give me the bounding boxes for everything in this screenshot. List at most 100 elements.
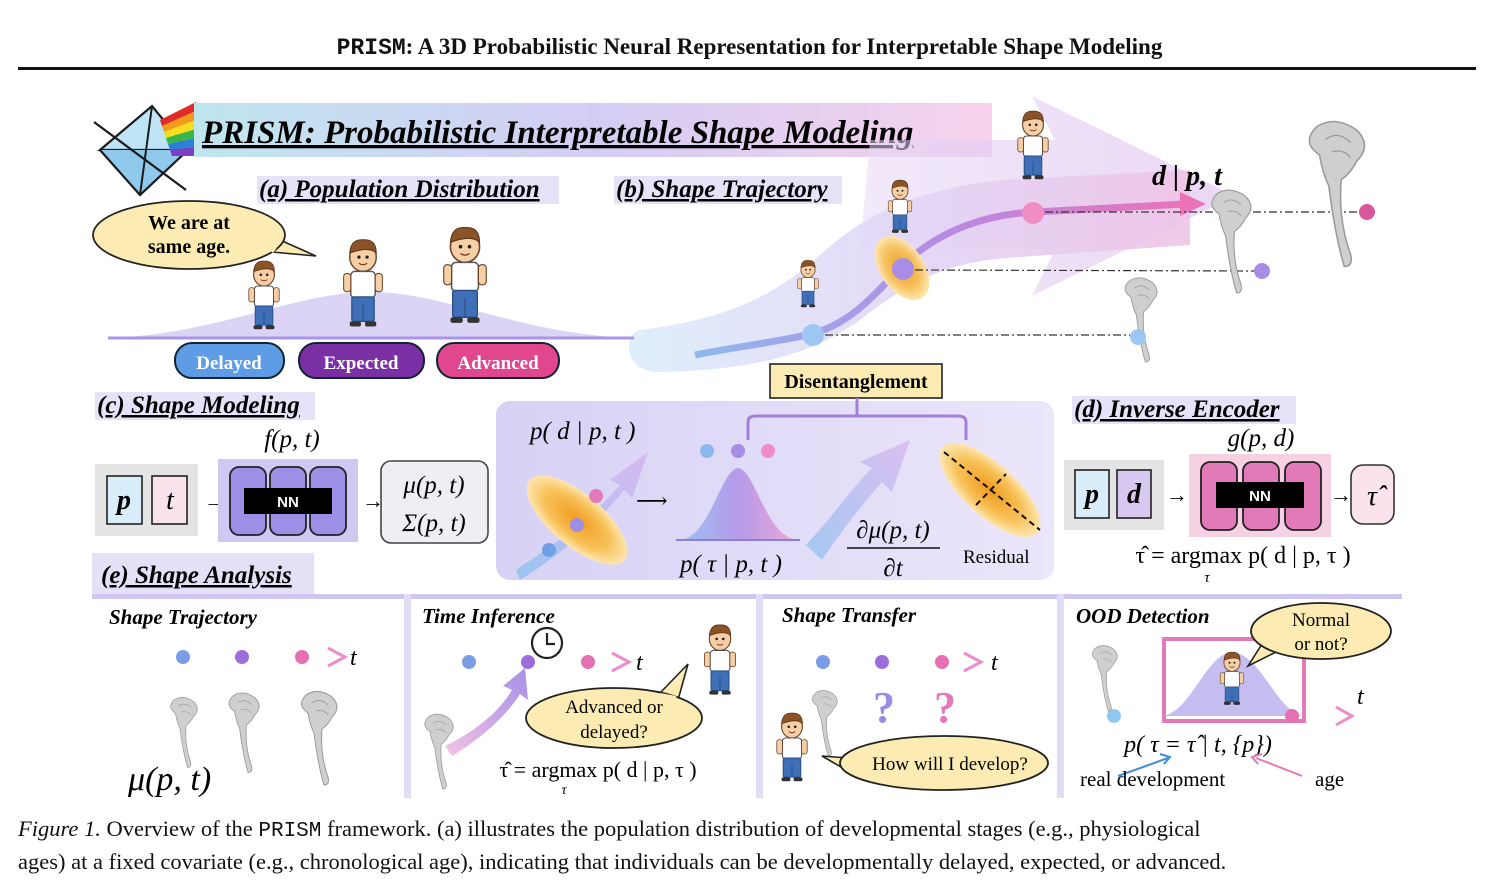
residual-major-axis (943, 451, 1041, 531)
banner-title: PRISM: Probabilistic Interpretable Shape… (201, 115, 913, 151)
nn-g-label: NN (1249, 488, 1271, 505)
residual-minor-axis (975, 473, 1007, 506)
bubble-a-line2: same age. (148, 236, 230, 258)
mu-label: μ(p, t) (402, 472, 464, 499)
e4-arrowhead (1335, 705, 1356, 727)
projection-line-2 (914, 269, 1256, 272)
e1-mu: μ(p, t) (127, 761, 211, 798)
e4-real-arrow (1117, 757, 1169, 777)
e2-title: Time Inference (422, 604, 555, 628)
panel-d-formula-sub: τ (1204, 570, 1210, 586)
e3-axis-label: t (991, 650, 999, 676)
e4-age-label: age (1315, 767, 1344, 791)
trajectory-curve (694, 200, 1186, 359)
e4-detect-box (1162, 637, 1306, 723)
input-t: t (166, 485, 175, 516)
e4-point-1 (1107, 709, 1121, 723)
speech-bubble-a (92, 200, 317, 270)
input-d-d-cell (1116, 469, 1152, 519)
e4-title: OOD Detection (1076, 604, 1210, 628)
shape-point-2 (1254, 263, 1270, 279)
e4-formula: p( τ = τ̂ | t, {p}) (1122, 732, 1272, 758)
input-p-cell (106, 475, 143, 525)
arrow-6: → (1330, 482, 1352, 507)
input-d-p: p (1083, 479, 1099, 510)
figure-caption: Figure 1. Overview of the PRISM framewor… (18, 814, 1476, 877)
disentangle-box (769, 363, 943, 399)
shape-small (1124, 277, 1158, 363)
e2-formula-sub: τ (561, 783, 567, 798)
e2-point-1 (462, 655, 476, 669)
panel-b-title-bg (614, 176, 842, 204)
e2-inference-arrow (445, 668, 528, 756)
trajectory-point-delayed (802, 324, 824, 346)
shape-large (1308, 120, 1366, 268)
panel-a-title-bg (257, 176, 559, 204)
panel-d-title-bg (1072, 396, 1296, 424)
e2-bubble-line1: Advanced or (565, 697, 663, 718)
panel-d-formula: τ̂ = argmax p( d | p, τ ) (1135, 543, 1350, 569)
e1-shape-1 (170, 696, 198, 768)
label-expected-pill (298, 342, 425, 379)
e1-title: Shape Trajectory (109, 605, 258, 629)
g-label: g(p, d) (1228, 425, 1295, 452)
trajectory-arrowhead (1180, 192, 1206, 216)
tau-point-1 (700, 444, 714, 458)
e2-point-3 (581, 655, 595, 669)
output-tau-box (1350, 464, 1395, 525)
residual-label: Residual (963, 547, 1030, 568)
label-expected: Expected (324, 353, 399, 374)
figure-1: PRISM: Probabilistic Interpretable Shape… (92, 96, 1402, 798)
e1-shape-2 (228, 692, 260, 773)
e4-bubble-line1: Normal (1292, 610, 1350, 631)
derivative-arrow (806, 440, 910, 560)
nn-f-label: NN (277, 494, 299, 511)
input-d-p-cell (1074, 469, 1110, 519)
panel-b-equation: d | p, t (1152, 161, 1223, 192)
panel-c-title: (c) Shape Modeling (97, 392, 300, 419)
tau-point-2 (731, 444, 745, 458)
e1-point-2 (235, 650, 249, 664)
tau-bell (678, 468, 800, 540)
e1-point-1 (176, 650, 190, 664)
e3-title: Shape Transfer (782, 603, 917, 627)
e2-arrowhead (611, 651, 633, 673)
label-advanced-pill (436, 342, 560, 379)
panel-a-title: (a) Population Distribution (259, 176, 540, 203)
panel-e-top-border (92, 594, 1402, 599)
e3-bubble: How will I develop? (872, 754, 1028, 775)
label-advanced: Advanced (457, 353, 539, 374)
e4-age-arrow (1255, 757, 1303, 777)
e2-axis-label: t (636, 650, 644, 676)
label-delayed-pill (174, 342, 285, 379)
running-head: PRISM: A 3D Probabilistic Neural Represe… (0, 34, 1499, 61)
shape-point-1 (1130, 329, 1146, 345)
arrow-5: → (1166, 482, 1188, 507)
input-p: p (115, 485, 131, 516)
e2-kid (703, 624, 737, 696)
panel-b-title: (b) Shape Trajectory (616, 176, 828, 203)
e2-formula: τ̂ = argmax p( d | p, τ ) (499, 757, 696, 782)
arrow-2: → (362, 488, 384, 513)
input-d-d: d (1127, 479, 1142, 510)
disentangle-label: Disentanglement (784, 371, 928, 393)
deriv-numerator: ∂μ(p, t) (856, 517, 930, 544)
disentangle-panel (496, 401, 1054, 580)
clock-icon (530, 626, 564, 660)
shape-medium (1211, 189, 1252, 294)
caption-mono: PRISM (258, 820, 322, 843)
caption-text-1: Overview of the (100, 816, 259, 841)
sigma-label: Σ(p, t) (401, 510, 465, 537)
panel-e-title: (e) Shape Analysis (101, 562, 292, 589)
e3-speech-bubble (821, 735, 1049, 791)
bubble-a-line1: We are at (148, 212, 230, 234)
e2-speech-bubble (525, 663, 703, 749)
e3-question-1: ? (873, 683, 895, 732)
e2-point-2 (521, 655, 535, 669)
arrow-4: ⟶ (636, 488, 668, 513)
e1-arrowhead (327, 646, 349, 668)
banner-background (194, 103, 992, 157)
trajectory-point-advanced (1022, 202, 1044, 224)
e3-point-2 (875, 655, 889, 669)
e3-question-2: ? (934, 683, 956, 732)
